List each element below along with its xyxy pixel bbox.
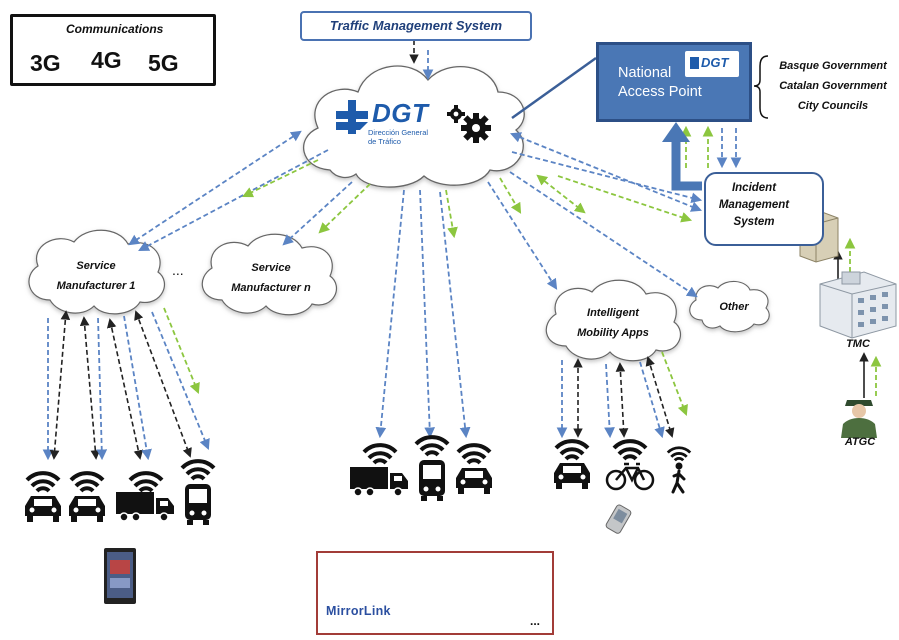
service1-green-arrow bbox=[163, 307, 200, 395]
network-4g: 4G bbox=[91, 47, 122, 73]
dgt-mobility-arrow bbox=[487, 181, 558, 290]
service1-truck-arrow bbox=[123, 315, 152, 461]
dgt-service1-green-arrow bbox=[242, 159, 319, 198]
dgt-subtitle-line1: Dirección General bbox=[368, 128, 429, 137]
communications-box bbox=[10, 14, 216, 86]
servicen-line2: Manufacturer n bbox=[231, 282, 311, 294]
traffic-management-system-box: Traffic Management System bbox=[300, 11, 532, 41]
dgt-car-arrow bbox=[439, 191, 471, 439]
mobility-bike-black-arrow bbox=[615, 362, 629, 438]
dgt-center-green-arrow bbox=[445, 189, 458, 239]
nap-line2: Access Point bbox=[618, 84, 702, 100]
mobility-green-arrow bbox=[661, 351, 688, 417]
dgt-truck-arrow bbox=[375, 189, 405, 439]
apps-more: ... bbox=[530, 614, 541, 628]
ellipsis: ... bbox=[172, 262, 184, 278]
network-5g: 5G bbox=[148, 50, 179, 76]
service-manufacturer-1-label: Service Manufacturer 1 bbox=[42, 256, 150, 296]
dgt-servicen-green-arrow bbox=[318, 183, 371, 234]
communications-title: Communications bbox=[66, 22, 164, 36]
ims-to-nap-arrowhead bbox=[662, 122, 690, 142]
nap-dgt-line bbox=[511, 56, 597, 120]
intelligent-mobility-apps-label: Intelligent Mobility Apps bbox=[558, 303, 668, 343]
service1-car2-arrow bbox=[96, 317, 108, 461]
nap-line1: National bbox=[618, 65, 672, 81]
tmc-label: TMC bbox=[846, 338, 870, 350]
gps-device-icon bbox=[605, 504, 632, 534]
mobility-line2: Mobility Apps bbox=[577, 327, 649, 339]
dgt-subtitle-line2: de Tráfico bbox=[368, 137, 401, 146]
mirrorlink-label: MirrorLink bbox=[326, 604, 391, 618]
vehicle-group-right bbox=[554, 439, 692, 494]
dgt-logo-text: DGT bbox=[372, 98, 429, 128]
vehicle-group-center bbox=[349, 435, 492, 501]
dgt-ims-arrow bbox=[509, 132, 703, 212]
tmc-building-icon bbox=[819, 271, 897, 339]
ims-label: Incident Management System bbox=[706, 180, 802, 231]
tomtom-label: TOMTOM bbox=[502, 593, 533, 600]
service1-line2: Manufacturer 1 bbox=[56, 280, 136, 292]
service1-bus-arrow bbox=[151, 311, 210, 450]
mobility-ped-arrow bbox=[639, 361, 665, 439]
nap-dgt-logo-mark bbox=[690, 57, 699, 69]
network-3g: 3G bbox=[30, 50, 61, 76]
mobility-line1: Intelligent bbox=[587, 307, 639, 319]
ims-line1: Incident bbox=[731, 182, 777, 194]
governments-brace bbox=[753, 55, 769, 119]
nap-dgt-logo: DGT bbox=[685, 51, 739, 77]
nap-dgt-logo-text: DGT bbox=[701, 55, 729, 70]
incident-management-system-box bbox=[704, 172, 824, 246]
gear-icon-small bbox=[447, 105, 465, 123]
garmin-label: GARMIN bbox=[452, 595, 477, 601]
ims-line2: Management bbox=[718, 199, 790, 211]
servicen-cloud bbox=[201, 233, 338, 316]
mobility-bike-arrow bbox=[604, 363, 615, 439]
dgt-service1-arrow-b bbox=[138, 149, 329, 252]
dgt-mobility-green-arrow bbox=[499, 177, 522, 214]
government-city-councils: City Councils bbox=[797, 100, 869, 112]
phone-icon-left bbox=[104, 548, 136, 604]
government-catalan: Catalan Government bbox=[779, 80, 887, 92]
bicycle-icon bbox=[605, 462, 655, 491]
atgc-officer-icon bbox=[841, 400, 877, 438]
service1-car2-black-arrow bbox=[79, 316, 101, 460]
servicen-line1: Service bbox=[251, 262, 291, 274]
dgt-ims-arrow-b bbox=[511, 151, 703, 204]
ims-line3: System bbox=[733, 216, 775, 228]
pedestrian-icon bbox=[671, 462, 686, 494]
government-basque: Basque Government bbox=[779, 60, 887, 72]
service-manufacturer-n-label: Service Manufacturer n bbox=[214, 258, 328, 298]
dgt-bus-arrow bbox=[419, 189, 436, 439]
vehicle-group-left bbox=[25, 459, 216, 525]
dgt-ims-green-arrow-b bbox=[557, 175, 693, 223]
dgt-other-arrow bbox=[509, 171, 698, 298]
dgt-servicen-arrow bbox=[282, 181, 353, 246]
ims-to-nap-arrow bbox=[671, 140, 702, 191]
gear-icon bbox=[461, 113, 491, 143]
governments-list: Basque Government Catalan Government Cit… bbox=[772, 56, 894, 116]
dgt-service1-arrow-a bbox=[128, 130, 302, 246]
service1-line1: Service bbox=[76, 260, 116, 272]
dgt-cloud bbox=[303, 65, 525, 188]
national-access-point-box: National Access Point DGT bbox=[596, 42, 752, 122]
other-label: Other bbox=[719, 301, 749, 313]
apps-box bbox=[316, 551, 554, 635]
dgt-logo-icon bbox=[336, 100, 368, 134]
mobility-ped-black-arrow bbox=[645, 356, 675, 438]
mobility-cloud bbox=[545, 279, 682, 362]
atgc-label: ATGC bbox=[844, 436, 876, 448]
service1-bus-black-arrow bbox=[134, 310, 192, 458]
service1-car1-black-arrow bbox=[49, 310, 71, 460]
dgt-ims-green-arrow-a bbox=[536, 174, 586, 214]
